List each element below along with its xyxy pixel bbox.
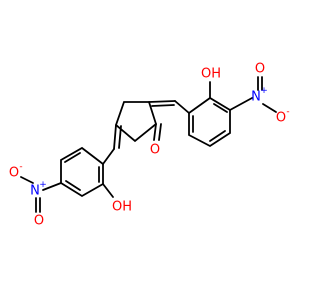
molecule-structure: O OH N + O O - OH N + O - O xyxy=(9,62,290,229)
right-exocyclic-bond xyxy=(148,100,176,103)
right-benzene-ring xyxy=(188,96,231,148)
bonds xyxy=(20,76,277,213)
left-nitro-oxygen-bottom-label: O xyxy=(34,214,44,229)
atom-labels: O OH N + O O - OH N + O - O xyxy=(9,62,290,229)
left-nitro-oxygen-top-label: O xyxy=(9,166,19,181)
right-hydroxyl-label: OH xyxy=(201,67,221,82)
right-nitro-oxygen-charge: - xyxy=(286,107,289,117)
right-nitro-oxygen-bottom-label: O xyxy=(276,111,286,126)
right-nitro-oxygen-top-label: O xyxy=(255,62,265,77)
left-hydroxyl-label: OH xyxy=(112,200,132,215)
carbonyl-oxygen-label: O xyxy=(150,143,160,158)
left-no2-bond xyxy=(42,182,62,191)
left-nitro-oxygen-charge: - xyxy=(19,162,22,172)
left-exocyclic-bond xyxy=(113,124,117,150)
carbonyl-bond xyxy=(153,123,157,141)
ring-bonds xyxy=(114,101,158,143)
right-nitro-nitrogen-charge: + xyxy=(260,86,268,96)
left-oh-bond xyxy=(102,183,114,198)
left-nitro-nitrogen-label: N xyxy=(30,184,40,199)
left-nitro-nitrogen-charge: + xyxy=(39,180,47,190)
right-no2-bond xyxy=(229,97,253,111)
left-benzene-ring xyxy=(60,146,104,198)
right-nitro-nitrogen-label: N xyxy=(251,90,261,105)
